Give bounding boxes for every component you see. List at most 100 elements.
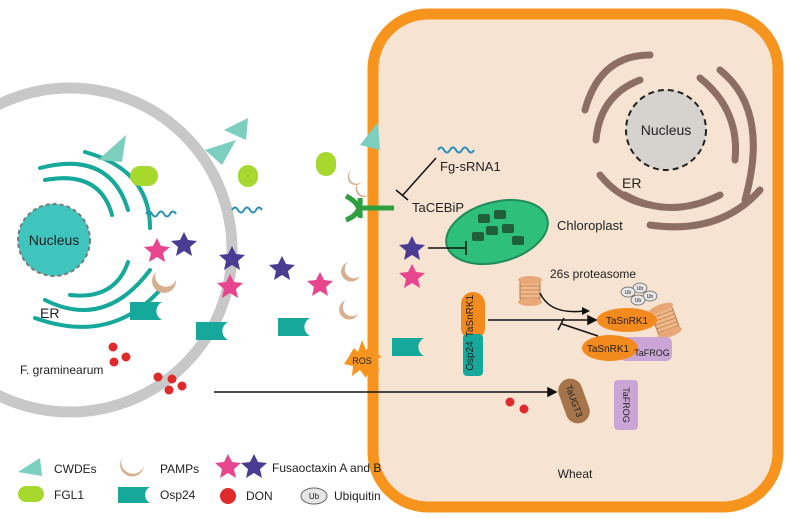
tasnrk1-degraded-label: TaSnRK1 [606,316,649,327]
don-icon [109,357,119,367]
pamp-icon [152,272,177,293]
fungal-nucleus-label: Nucleus [29,232,80,248]
fgl1-icon [316,152,336,176]
ub-label: Ub [647,294,654,300]
plant-nucleus [625,89,707,171]
proteasome-arrow [539,292,585,313]
cwde-icon [98,135,126,162]
ros-burst [344,340,382,378]
cwde-icon [205,140,236,165]
fusaoctaxin-star-icon [399,264,425,288]
don-icon [153,372,163,382]
don-icon-group [108,342,529,414]
star-icon-group [144,232,425,298]
osp24-icon [196,322,228,340]
fgl1-icon [238,165,258,187]
proteasome-label: 26s proteasome [550,267,636,281]
complex-arrow [488,314,598,326]
legend-pink-star-icon [215,454,241,478]
proteasome-right [648,302,683,339]
legend-ub-label: Ub [309,492,320,501]
fungal-er-label: ER [40,305,59,321]
legend-osp24-label: Osp24 [160,488,196,502]
fusaoctaxin-star-icon [219,246,245,270]
srna-icon-group [145,146,475,218]
pamp-icon [339,300,358,320]
fg-srna-label: Fg-sRNA1 [440,159,501,174]
osp24-icon [392,338,424,356]
legend-pamp-icon [120,458,144,477]
srna-inhibition-line [395,157,437,201]
don-icon [108,342,118,352]
tafrog-complex-label: TaFROG [634,348,670,358]
don-icon [505,397,515,407]
legend-fgl1-label: FGL1 [54,488,84,502]
don-icon [121,352,131,362]
fusaoctaxin-star-icon [269,256,295,280]
taugt3 [558,378,590,424]
plant-nucleus-label: Nucleus [641,122,692,138]
fungus-name-label: F. graminearum [20,363,103,377]
ub-label: Ub [625,290,632,296]
osp24-icon [278,318,310,336]
legend-cwde-icon [18,458,42,476]
tafrog-vertical-label: TaFROG [621,387,631,423]
tacebip-receptor [344,193,394,223]
legend-ubiquitin-label: Ubiquitin [334,489,381,503]
tasnrk1-frog-label: TaSnRK1 [587,344,630,355]
don-arrow [214,386,558,398]
fusaoctaxin-star-icon [307,272,333,296]
fgl1-icon [130,166,158,186]
tafrog [614,380,638,430]
srna-icon [231,206,263,214]
chloroplast [445,199,549,265]
ub-label: Ub [635,298,642,304]
don-icon [167,374,177,384]
osp24-icon [130,302,162,320]
don-icon [164,385,174,395]
wheat-label: Wheat [558,467,593,481]
cwde-icon [224,118,248,140]
legend-purple-star-icon [241,454,267,478]
chloroplast-label: Chloroplast [557,218,623,233]
plant-cell: Nucleus ER Wheat [367,8,784,513]
tasnrk1-degraded [597,308,657,332]
tasnrk1-vertical-label: TaSnRK1 [465,294,476,337]
legend-don-label: DON [246,489,273,503]
tacebip-label: TaCEBiP [412,200,464,215]
pamp-icon [347,170,362,186]
tasnrk1-tafrog-complex: TaSnRK1 TaFROG [582,335,672,361]
legend-ubiquitin-icon [300,487,328,505]
tasnrk1-osp24-complex: TaSnRK1 Osp24 [461,292,485,376]
don-icon [177,381,187,391]
plant-er-label: ER [622,175,641,191]
legend-pamps-label: PAMPs [160,462,199,476]
legend-fgl1-icon [18,486,44,502]
fusaoctaxin-star-icon [171,232,197,256]
proteasome-left [518,276,542,306]
fusaoctaxin-star-icon [399,236,425,260]
legend: CWDEs FGL1 PAMPs Osp24 Fusaoctaxin A and… [18,454,381,505]
fusaoctaxin-star-icon [144,238,170,262]
ub-label: Ub [637,286,644,292]
legend-cwdes-label: CWDEs [54,462,97,476]
fg-srna-icon [437,146,475,154]
legend-osp24-icon [118,487,150,503]
cwde-icon-group [98,118,380,165]
cwde-icon [360,122,380,150]
legend-don-icon [220,488,236,504]
fusaoctaxin-star-icon [217,274,243,298]
plant-er [581,51,764,231]
fungal-nucleus [17,203,91,277]
don-icon [519,404,529,414]
osp24-vertical-label: Osp24 [465,341,476,371]
ub-chain: Ub Ub Ub Ub [620,282,658,306]
pamp-icon-group [152,170,370,320]
legend-fusaoctaxin-label: Fusaoctaxin A and B [272,461,381,475]
tafrog-inhibition [557,317,599,337]
plant-cell-wall [367,8,784,513]
star-chloroplast-inhibition [428,241,467,255]
osp24-icon-group [130,302,424,356]
proteasome-arrowhead [582,307,590,315]
